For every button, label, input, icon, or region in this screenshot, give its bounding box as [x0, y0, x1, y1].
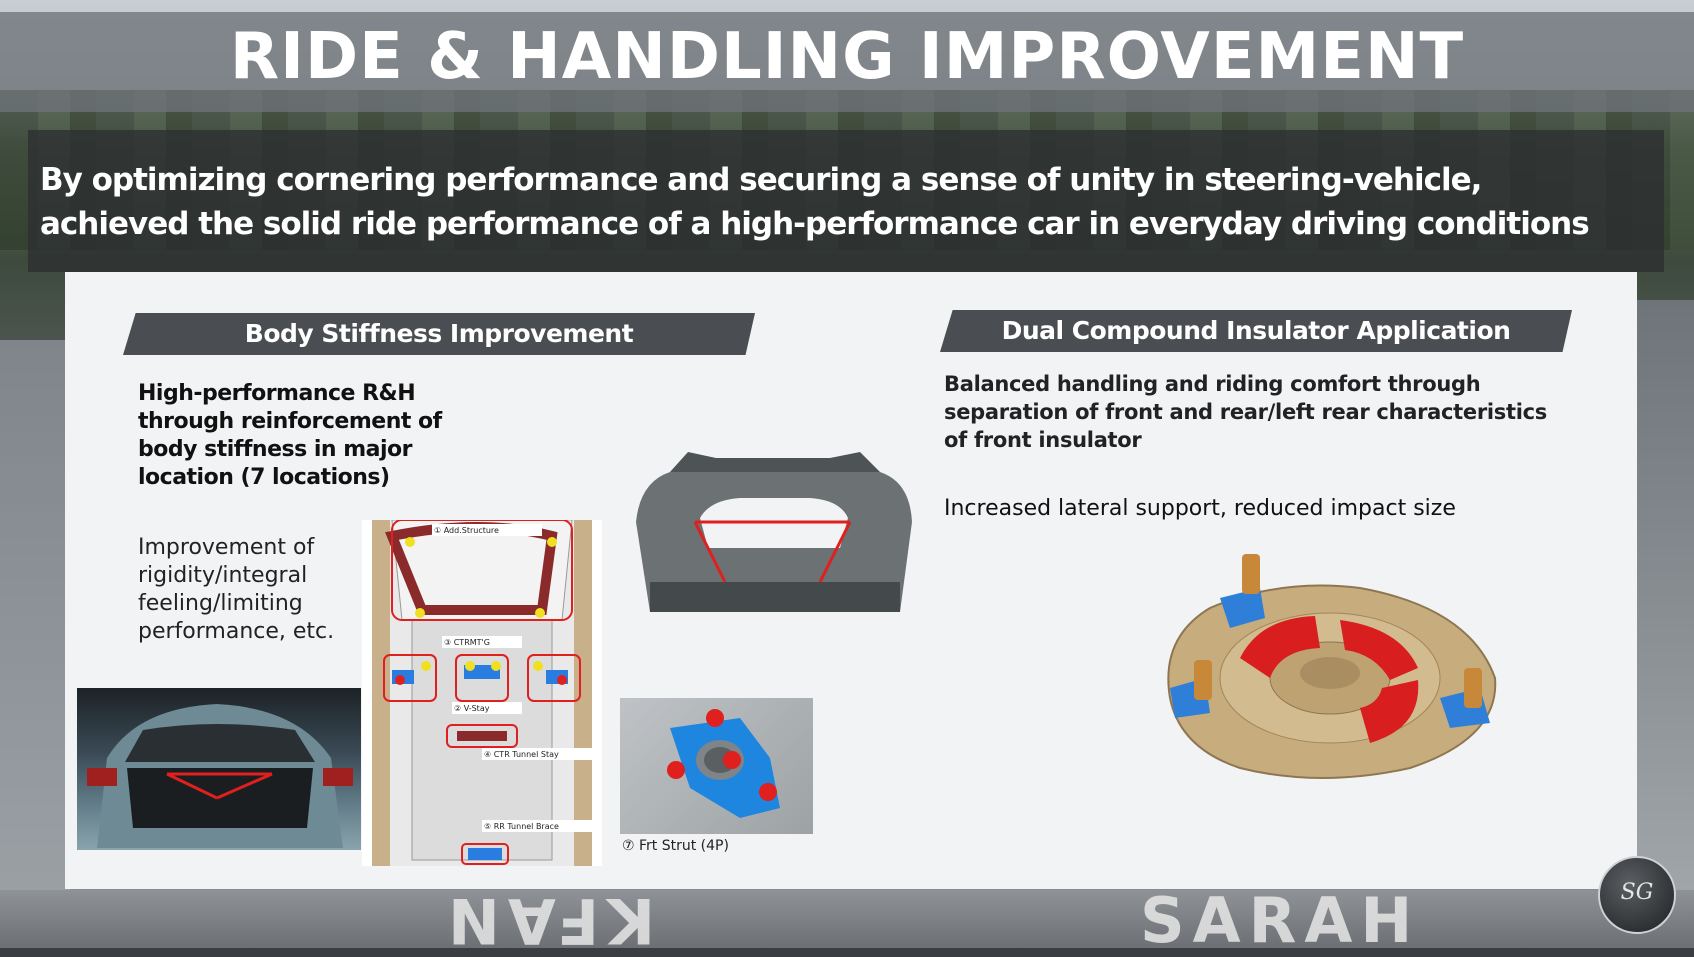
background-road-right — [1634, 300, 1694, 900]
bold-line-4: location (7 locations) — [138, 465, 390, 490]
body-structure-diagram: ① Add.Structure ③ CTRMT'G ② V-Stay ④ CTR… — [362, 520, 602, 866]
right-line-2: separation of front and rear/left rear c… — [944, 400, 1547, 424]
dual-compound-text-2: Increased lateral support, reduced impac… — [944, 496, 1456, 521]
page-title: RIDE & HANDLING IMPROVEMENT — [229, 20, 1465, 94]
body-stiffness-heading: Body Stiffness Improvement — [123, 313, 755, 355]
body-stiffness-bold-text: High-performance R&H through reinforceme… — [138, 380, 442, 492]
body-structure-drawing: ① Add.Structure ③ CTRMT'G ② V-Stay ④ CTR… — [372, 520, 592, 866]
dual-compound-heading: Dual Compound Insulator Application — [940, 310, 1572, 352]
road-marking-right: SARAH — [1140, 884, 1421, 957]
regular-line-1: Improvement of — [138, 535, 315, 560]
front-strut-image — [620, 698, 813, 834]
regular-line-2: rigidity/integral — [138, 563, 308, 588]
title-band — [0, 12, 1694, 112]
regular-line-3: feeling/limiting — [138, 591, 303, 616]
car-trunk-drawing — [87, 704, 353, 848]
insulator-image — [1150, 548, 1510, 798]
label-v-stay: ② V-Stay — [454, 704, 490, 713]
right-line-3: of front insulator — [944, 428, 1142, 452]
front-strut-drawing — [667, 709, 780, 818]
front-strut-caption: ⑦ Frt Strut (4P) — [622, 838, 729, 854]
right-line-1: Balanced handling and riding comfort thr… — [944, 372, 1481, 396]
label-ctr-tunnel-stay: ④ CTR Tunnel Stay — [484, 750, 559, 759]
car-trunk-image — [77, 688, 361, 850]
label-ctrmt: ③ CTRMT'G — [444, 638, 490, 647]
bold-line-1: High-performance R&H — [138, 381, 416, 406]
sg-logo-text: SG — [1620, 880, 1654, 905]
rear-structure-image — [630, 452, 918, 612]
label-add-structure: ① Add.Structure — [434, 526, 499, 535]
road-marking-left: KFAN — [440, 884, 656, 957]
dual-compound-text: Balanced handling and riding comfort thr… — [944, 370, 1547, 454]
regular-line-4: performance, etc. — [138, 619, 335, 644]
subtitle: By optimizing cornering performance and … — [40, 158, 1670, 246]
subtitle-line-2: achieved the solid ride performance of a… — [40, 206, 1590, 242]
background-road-left — [0, 340, 70, 900]
rear-structure-drawing — [636, 452, 912, 612]
bold-line-3: body stiffness in major — [138, 437, 412, 462]
sg-logo: SG — [1598, 856, 1676, 934]
subtitle-line-1: By optimizing cornering performance and … — [40, 162, 1482, 198]
body-stiffness-regular-text: Improvement of rigidity/integral feeling… — [138, 534, 334, 646]
subtitle-band — [28, 130, 1664, 272]
label-rr-tunnel-brace: ⑤ RR Tunnel Brace — [484, 822, 559, 831]
insulator-drawing — [1167, 554, 1497, 779]
background-road-bottom — [0, 890, 1694, 948]
bold-line-2: through reinforcement of — [138, 409, 442, 434]
